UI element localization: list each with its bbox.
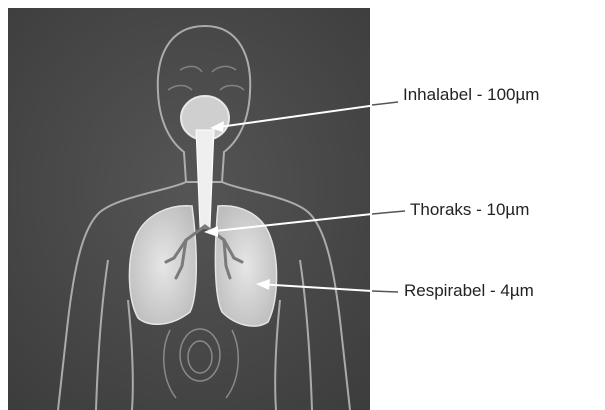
arrow-thoracic-outer: [372, 211, 405, 214]
label-inhalable: Inhalabel - 100µm: [403, 86, 539, 103]
label-respirable: Respirabel - 4µm: [404, 282, 534, 299]
arrow-respirable-outer: [372, 291, 398, 292]
label-thoracic: Thoraks - 10µm: [410, 201, 529, 218]
